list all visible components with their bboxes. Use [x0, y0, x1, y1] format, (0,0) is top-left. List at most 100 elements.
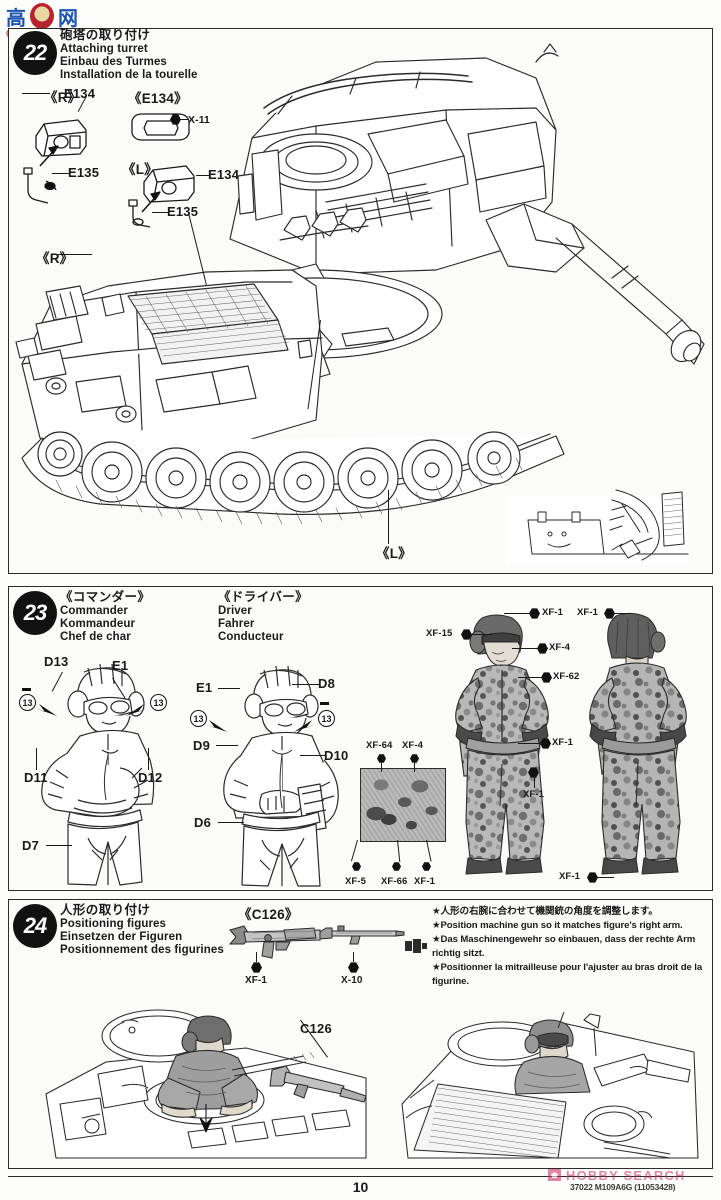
label-part-d12: D12 [138, 770, 163, 785]
label-part-e134-l: E134 [208, 167, 240, 182]
label-bracket-e134: 《E134》 [128, 91, 188, 106]
paint-dot-xf5-swatch [352, 862, 361, 871]
leader-d11 [36, 748, 38, 770]
step-title-block-22: 砲塔の取り付け Attaching turret Einbau des Turm… [60, 28, 198, 82]
leader-d6 [218, 822, 244, 824]
leader-xf15-face [470, 634, 492, 636]
step-23-driver-title-de: Fahrer [218, 617, 255, 630]
paint-dot-xf1-mg [251, 962, 262, 973]
leader-side-r-top [22, 93, 50, 95]
note-jp: ★人形の右腕に合わせて機関銃の角度を調整します。 [432, 906, 658, 917]
label-part-d10: D10 [324, 748, 349, 763]
leader-d9 [216, 745, 238, 747]
paint-dot-xf1-leg [528, 767, 539, 778]
label-part-e135-l: E135 [167, 204, 199, 219]
step-24-title-jp: 人形の取り付け [60, 903, 151, 917]
watermark-cjk-right: 网 [58, 6, 78, 30]
paint-dot-x10-mg [348, 962, 359, 973]
step-title-block-24: 人形の取り付け Positioning figures Einsetzen de… [60, 903, 224, 957]
label-part-d9: D9 [193, 738, 211, 753]
camouflage-pattern-swatch [360, 768, 446, 842]
paint-dot-xf62-torso [541, 672, 552, 683]
step-23-commander-title-en: Commander [60, 604, 128, 617]
paint-dot-xf64-swatch [377, 754, 386, 763]
paint-label-xf66-swatch: XF-66 [381, 876, 408, 887]
kit-code: 37022 M109A6G (11053428) [570, 1182, 676, 1192]
step-23-driver-title-fr: Conducteur [218, 631, 284, 644]
leader-xf4-chest [512, 648, 538, 650]
paint-label-xf1-rear-boot: XF-1 [559, 871, 580, 882]
leader-d8 [292, 684, 320, 686]
leader-xf1-helmet [504, 613, 530, 615]
leader-xf1-leg [534, 776, 536, 788]
paint-label-xf5-swatch: XF-5 [345, 876, 366, 887]
step-23-commander-title-de: Kommandeur [60, 617, 136, 630]
step-23-commander-title-jp: 《コマンダー》 [60, 590, 151, 604]
step-24-title-en: Positioning figures [60, 917, 167, 930]
paint-label-xf1-glove: XF-1 [552, 737, 573, 748]
leader-e134-l [196, 175, 210, 177]
note-fr: ★Positionner la mitrailleuse pour l'ajus… [432, 961, 703, 987]
paint-dot-x11 [170, 114, 181, 125]
cement-mark-13-right-commander: 13 [150, 694, 167, 711]
paint-label-xf4-chest: XF-4 [549, 642, 570, 653]
label-part-e134-r: E134 [64, 86, 96, 101]
leader-e135-l [152, 212, 168, 214]
step-22-title-jp: 砲塔の取り付け [60, 28, 151, 42]
leader-x11 [180, 119, 188, 121]
leader-xf1-glove [518, 743, 542, 745]
leader-xf1-mg [256, 952, 258, 962]
paint-label-x11: X-11 [188, 114, 210, 126]
step-24-notes: ★人形の右腕に合わせて機関銃の角度を調整します。 ★Position machi… [432, 905, 710, 988]
paint-label-xf1-rear-helmet: XF-1 [577, 607, 598, 618]
watermark-seal-icon [30, 3, 54, 29]
leader-xf64-swatch [381, 762, 383, 772]
leader-e135-r [52, 173, 70, 175]
note-de: ★Das Maschinengewehr so einbauen, dass d… [432, 933, 696, 959]
step-22-title-fr: Installation de la tourelle [60, 69, 198, 82]
label-part-d7: D7 [22, 838, 40, 853]
paint-dot-xf1-rear-helmet [604, 608, 615, 619]
step-23-driver-title-en: Driver [218, 604, 252, 617]
step-23-driver-title-jp: 《ドライバー》 [218, 590, 309, 604]
label-part-d8: D8 [318, 676, 336, 691]
label-side-r-hull: 《R》 [36, 251, 74, 266]
paint-dot-xf4-swatch [410, 754, 419, 763]
leader-xf4-swatch [414, 762, 416, 772]
leader-side-l-hull [388, 490, 390, 544]
label-part-d6: D6 [194, 815, 212, 830]
cement-mark-13-right-driver: 13 [318, 710, 335, 727]
step-22-title-de: Einbau des Turmes [60, 55, 167, 68]
paint-dot-xf4-chest [537, 643, 548, 654]
step-number-badge-22: 22 [14, 32, 56, 74]
page-number: 10 [352, 1179, 369, 1195]
leader-d7 [46, 845, 72, 847]
leader-xf1-rear-helmet [613, 613, 631, 615]
cement-mark-13-left-driver: 13 [190, 710, 207, 727]
cement-mark-13-left-commander: 13 [19, 694, 36, 711]
label-side-l-hull: 《L》 [376, 546, 412, 561]
label-part-d11: D11 [24, 770, 48, 785]
footer-divider [8, 1176, 713, 1178]
label-part-e1-commander: E1 [112, 658, 129, 673]
paint-dot-xf1-rear-boot [587, 872, 598, 883]
step-title-block-23-commander: 《コマンダー》 Commander Kommandeur Chef de cha… [60, 590, 150, 644]
paint-dot-xf1-helmet [529, 608, 540, 619]
step-24-title-de: Einsetzen der Figuren [60, 930, 183, 943]
paint-dot-xf15-face [461, 629, 472, 640]
note-en: ★Position machine gun so it matches figu… [432, 919, 683, 931]
paint-label-xf62-torso: XF-62 [553, 671, 580, 682]
leader-e1-driver [218, 688, 240, 690]
label-side-l: 《L》 [122, 162, 158, 177]
hobby-search-text: HOBBY SEARCH [566, 1168, 686, 1183]
step-24-title-fr: Positionnement des figurines [60, 944, 224, 957]
step-title-block-23-driver: 《ドライバー》 Driver Fahrer Conducteur [218, 590, 308, 644]
paint-dot-xf1-swatch [422, 862, 431, 871]
cement-tick-left-commander [22, 688, 31, 691]
cement-tick-right-driver [320, 702, 329, 705]
leader-x10-mg [353, 952, 355, 962]
hobby-search-logo-icon [548, 1169, 561, 1181]
watermark-cjk-left: 高 [6, 6, 26, 30]
paint-label-x10-mg: X-10 [341, 975, 363, 986]
